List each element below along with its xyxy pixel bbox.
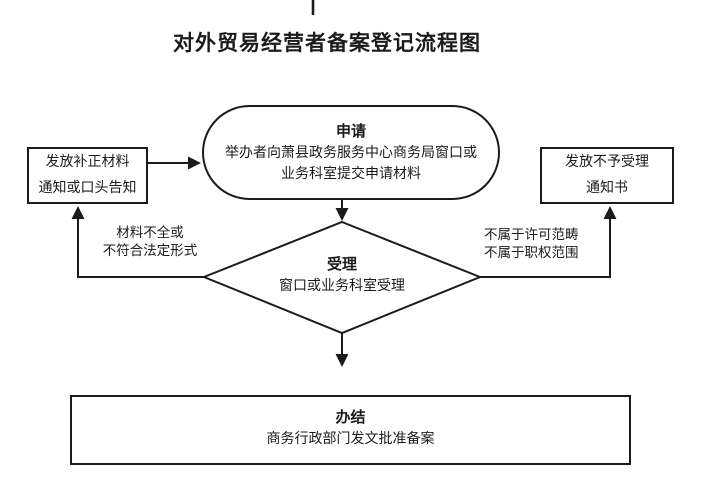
right-branch-label-line2: 不属于职权范围 [484, 244, 579, 261]
supplement-notice-line2: 通知或口头告知 [38, 179, 137, 196]
complete-node-line1: 商务行政部门发文批准备案 [266, 430, 435, 447]
left-branch-label-line1: 材料不全或 [116, 225, 184, 241]
apply-node-line1: 举办者向萧县政务服务中心商务局窗口或 [225, 144, 477, 161]
supplement-notice-line1: 发放补正材料 [45, 154, 130, 171]
apply-node-line2: 业务科室提交申请材料 [281, 165, 421, 182]
decision-node-heading: 受理 [326, 255, 357, 273]
rejection-notice-box: 发放不予受理 通知书 [540, 147, 674, 204]
rejection-notice-line2: 通知书 [586, 179, 628, 196]
decision-node-text: 受理 窗口或业务科室受理 [242, 254, 442, 296]
diagram-title: 对外贸易经营者备案登记流程图 [173, 31, 481, 55]
right-branch-label: 不属于许可范畴 不属于职权范围 [484, 227, 624, 262]
supplement-notice-box: 发放补正材料 通知或口头告知 [27, 147, 148, 204]
rejection-notice-line1: 发放不予受理 [565, 154, 649, 171]
apply-node: 申请 举办者向萧县政务服务中心商务局窗口或 业务科室提交申请材料 [202, 105, 500, 200]
arrow-decision-to-supplement [71, 206, 204, 278]
left-branch-label: 材料不全或 不符合法定形式 [85, 225, 215, 260]
decision-node-line1: 窗口或业务科室受理 [279, 277, 405, 294]
arrow-decision-to-reject [480, 206, 617, 278]
apply-node-heading: 申请 [335, 122, 366, 141]
right-branch-label-line1: 不属于许可范畴 [484, 227, 579, 243]
complete-node-heading: 办结 [335, 408, 366, 426]
left-branch-label-line2: 不符合法定形式 [102, 242, 198, 259]
complete-node: 办结 商务行政部门发文批准备案 [70, 395, 631, 465]
